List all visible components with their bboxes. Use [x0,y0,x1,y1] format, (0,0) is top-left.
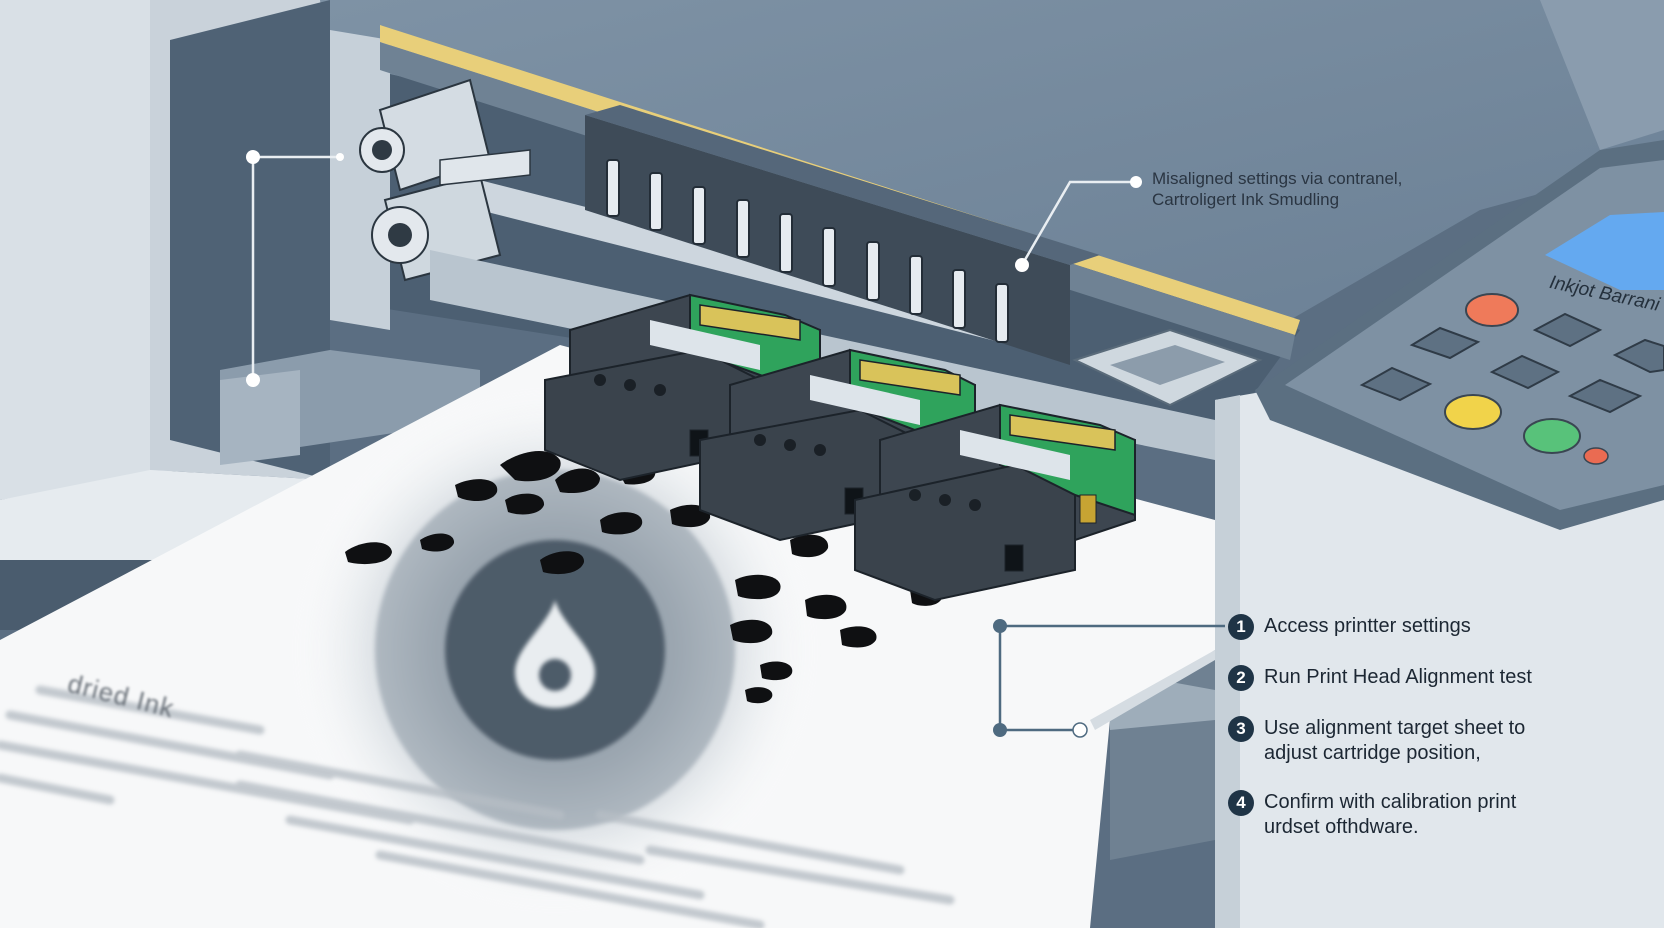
step-text: Run Print Head Alignment test [1264,665,1532,690]
small-red-button[interactable] [1583,447,1609,465]
printer-top-right-ledge [1540,0,1664,150]
step-text: Confirm with calibration print urdset of… [1264,790,1516,840]
print-head-bar-top [585,105,1100,265]
dash-button[interactable] [1532,312,1603,348]
callout-dots [246,150,1142,387]
green-button[interactable] [1523,418,1581,454]
step-line-1: Confirm with calibration print [1264,791,1517,813]
callout-lines [251,155,1136,380]
blurred-document-text [0,685,955,928]
step-line-2: urdset ofthdware. [1264,816,1419,838]
printer-cavity-wall [330,30,390,330]
slash-button[interactable] [1567,378,1643,414]
left-paper-guide-front [220,370,300,465]
yellow-button[interactable] [1444,394,1502,430]
side-button[interactable] [1612,338,1664,374]
step-number: 2 [1228,665,1254,691]
ink-drop-icon [515,600,595,708]
step-line-1: Use alignment target sheet to [1264,717,1526,739]
maintenance-tray-slot [1110,345,1225,385]
step-line-2: adjust cartridge position, [1264,742,1481,764]
orange-button[interactable] [1465,293,1519,327]
callout-line-2: Cartroligert Ink Smudling [1152,190,1340,209]
printer-left-body [0,0,180,500]
nozzles [606,159,1009,343]
printer-top-panel [320,0,1664,320]
step-line-1: Run Print Head Alignment test [1264,666,1532,688]
menu-button[interactable] [1359,366,1433,402]
control-buttons [1359,293,1664,465]
misalignment-callout: Misaligned settings via contranel, Cartr… [1152,168,1402,210]
ink-cartridge-3 [854,403,1136,602]
callout-line-1: Misaligned settings via contranel, [1152,169,1403,188]
roller-assembly [359,78,531,282]
step-number: 3 [1228,716,1254,742]
down-button[interactable] [1489,354,1561,390]
step-line-1: Access printter settings [1264,615,1471,637]
step-text: Access printter settings [1264,614,1471,639]
step-number: 1 [1228,614,1254,640]
steps-guide-lines [998,624,1225,732]
step-number: 4 [1228,790,1254,816]
printer-right-front [1215,395,1240,928]
ink-drop-highlight [539,659,571,691]
display-screen[interactable] [1545,212,1664,290]
step-1: 1 Access printter settings [1228,614,1471,640]
steps-guide-dots [993,619,1088,738]
paper-sheet-edge [1090,650,1215,730]
minus-button[interactable] [1409,326,1481,360]
step-3: 3 Use alignment target sheet to adjust c… [1228,716,1525,766]
step-2: 2 Run Print Head Alignment test [1228,665,1532,691]
inner-shelf [430,250,1215,460]
step-4: 4 Confirm with calibration print urdset … [1228,790,1516,840]
step-text: Use alignment target sheet to adjust car… [1264,716,1525,766]
